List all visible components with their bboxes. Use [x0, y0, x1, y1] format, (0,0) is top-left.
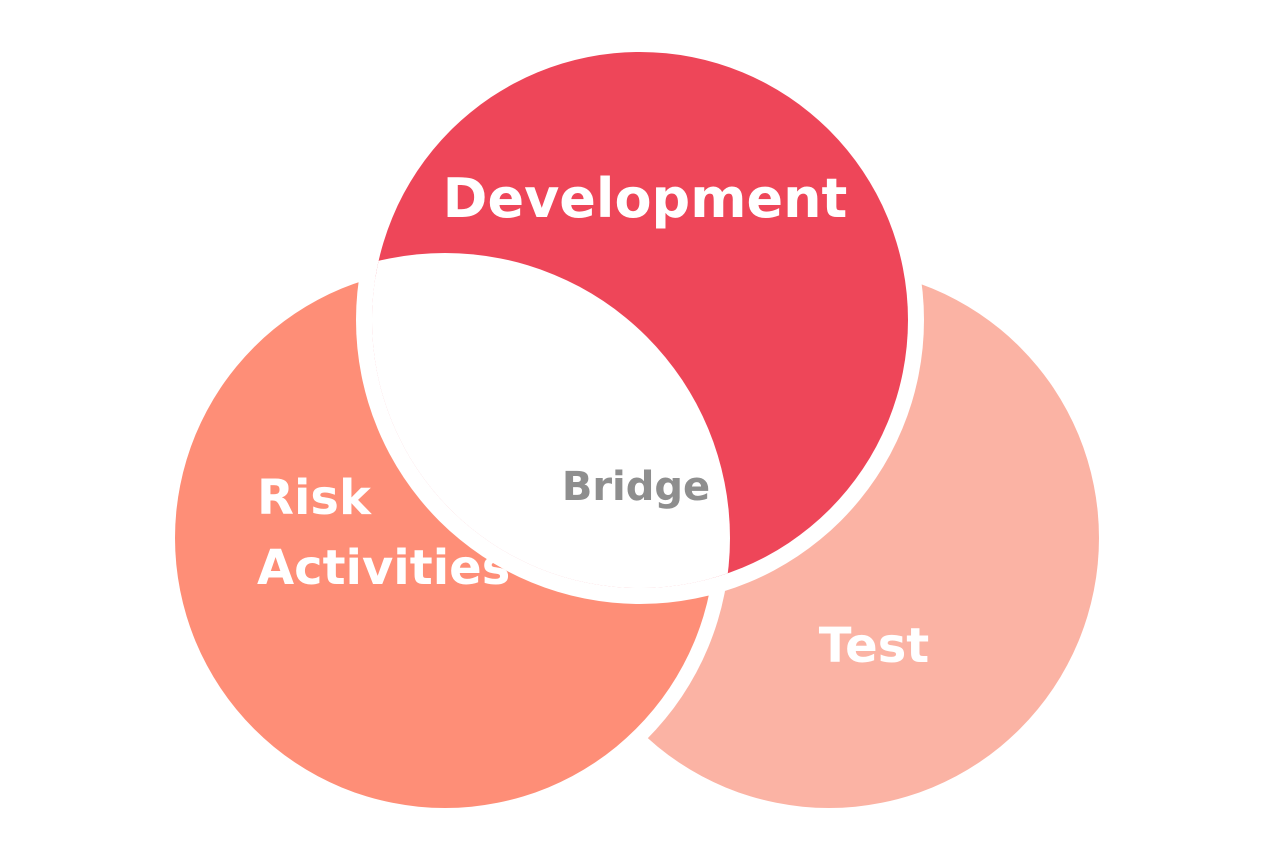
risk-label-line1: Risk [257, 470, 372, 526]
risk-label-line2: Activities [257, 540, 510, 596]
bridge-label: Bridge [562, 464, 710, 510]
test-label: Test [819, 618, 929, 674]
development-label: Development [443, 167, 848, 230]
